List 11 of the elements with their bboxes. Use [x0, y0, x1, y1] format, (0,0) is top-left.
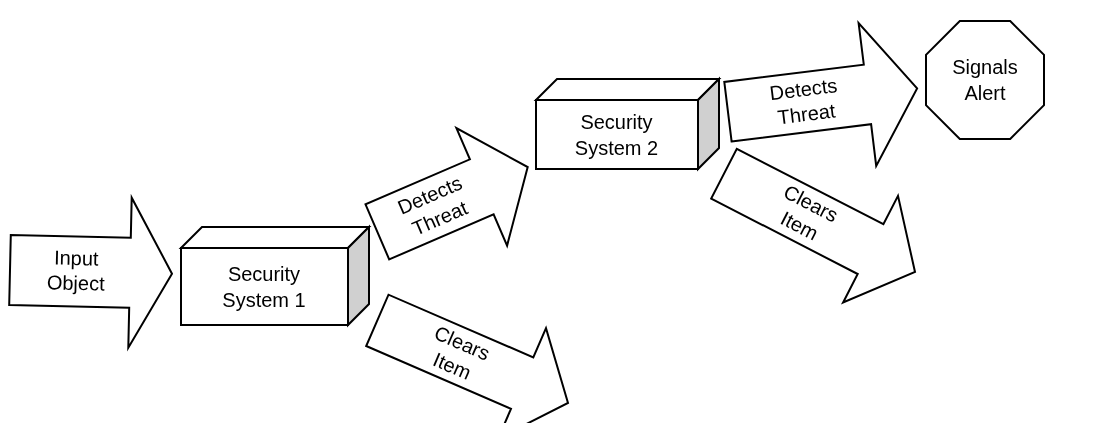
edge-label: Clears Item: [429, 320, 494, 386]
edge-label: Input Object: [45, 246, 106, 298]
node-label: Signals Alert: [951, 55, 1019, 106]
block-arrow: [8, 193, 174, 352]
block-arrow: [723, 19, 919, 170]
node-label: Security System 2: [573, 110, 660, 161]
block-arrow: [709, 147, 917, 305]
edge-label: Detects Threat: [767, 73, 840, 131]
node-label: Security System 1: [221, 262, 307, 313]
block-arrow: [364, 125, 529, 261]
block-arrow: [364, 293, 570, 423]
